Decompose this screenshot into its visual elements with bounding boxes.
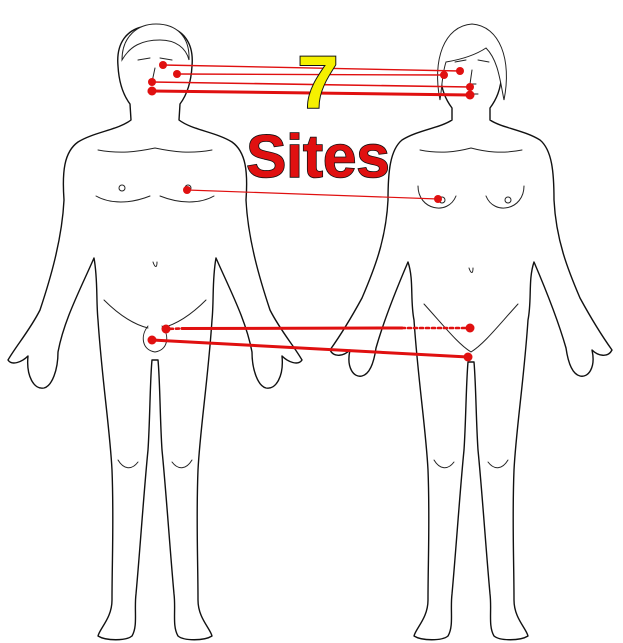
male-body-outline xyxy=(8,26,302,640)
anal-link-end xyxy=(464,353,473,362)
title-number: 7 xyxy=(297,41,338,124)
anal-link-start xyxy=(148,336,157,345)
eye-link-start xyxy=(159,61,167,69)
eye-link-end xyxy=(456,67,464,75)
title-word: Sites xyxy=(246,123,389,190)
genital-link-start xyxy=(162,325,171,334)
genital-link-end xyxy=(466,324,475,333)
eye-link-2-end xyxy=(440,71,448,79)
genital-link xyxy=(182,328,402,329)
mouth-link-start xyxy=(148,87,157,96)
breast-link-start xyxy=(183,186,191,194)
nose-link-end xyxy=(466,83,474,91)
nose-link-start xyxy=(148,78,156,86)
breast-link-end xyxy=(434,195,442,203)
mouth-link-end xyxy=(466,91,475,100)
eye-link-2-start xyxy=(173,70,181,78)
male-figure xyxy=(8,24,302,640)
female-body-outline xyxy=(330,30,612,640)
